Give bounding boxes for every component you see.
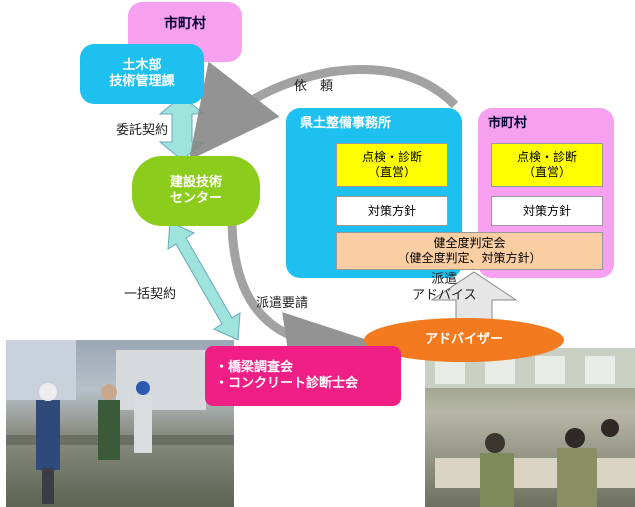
policy-box-2: 対策方針	[491, 196, 603, 226]
policy-box-1: 対策方針	[336, 196, 448, 226]
inspection-direct-box-2: 点検・診断 （直営）	[491, 143, 603, 187]
inspection-direct-box-1: 点検・診断 （直営）	[336, 143, 448, 187]
associations-box: ・橋梁調査会 ・コンクリート診断士会	[205, 346, 401, 406]
consignment-label: 委託契約	[116, 123, 169, 138]
municipality-right-title: 市町村	[488, 116, 528, 131]
construction-center-box: 建設技術 センター	[132, 156, 260, 226]
dispatch-advice-label: 派遣 アドバイス	[412, 272, 477, 303]
meeting-room-photo	[425, 348, 635, 507]
request-arrow	[188, 61, 459, 161]
soundness-committee-box: 健全度判定会 （健全度判定、対策方針）	[336, 232, 603, 270]
bulk-contract-label: 一括契約	[124, 287, 177, 302]
prefectural-office-title: 県土整備事務所	[300, 116, 392, 131]
request-label: 依 頼	[294, 79, 334, 94]
civil-eng-dept-box: 土木部 技術管理課	[80, 44, 204, 104]
dispatch-request-label: 派遣要請	[256, 296, 309, 311]
bridge-inspection-site-photo	[6, 340, 234, 507]
advisor-box: アドバイザー	[364, 318, 564, 362]
bulk-contract-arrow	[167, 221, 241, 341]
